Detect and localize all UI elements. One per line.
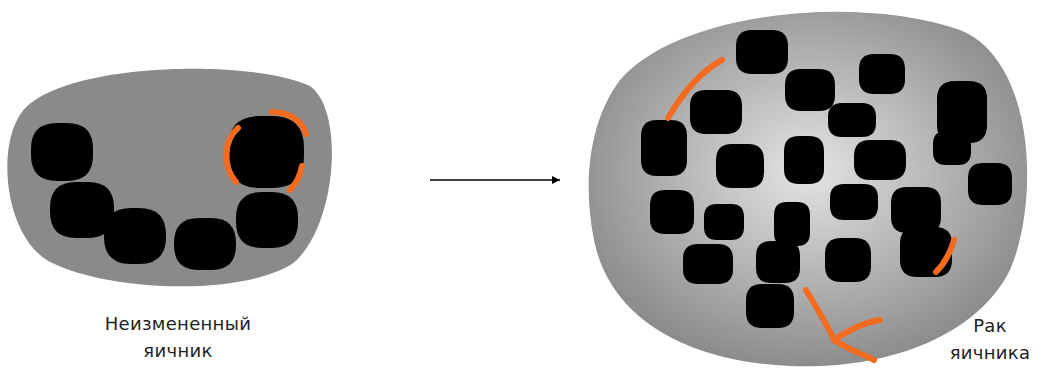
follicle-blob — [690, 90, 742, 134]
ovary-outline — [7, 69, 332, 287]
figure-label: Неизмененный яичник — [98, 310, 258, 364]
follicle-blob — [236, 192, 298, 248]
orange-mark — [806, 290, 834, 340]
follicle-blob — [828, 103, 876, 137]
follicle-blob — [641, 120, 687, 176]
transition-arrow — [430, 179, 560, 181]
follicle-blob — [104, 208, 166, 264]
follicle-blob — [774, 202, 810, 246]
follicle-blob — [785, 69, 835, 111]
follicle-blob — [825, 238, 871, 282]
follicle-blob — [859, 54, 905, 94]
follicle-blob — [756, 241, 800, 283]
ovary-figure: Рак яичника — [560, 0, 1041, 372]
follicle-blob — [891, 187, 941, 233]
orange-mark — [290, 166, 302, 190]
orange-mark — [834, 320, 880, 340]
follicle-blob — [174, 218, 236, 270]
ovary-figure: Неизмененный яичник — [0, 60, 430, 372]
follicle-blob — [854, 140, 906, 180]
follicle-blob — [968, 163, 1012, 205]
follicle-blob — [650, 190, 694, 234]
follicle-blob — [736, 30, 788, 74]
follicle-blob — [683, 244, 733, 284]
follicle-blob — [784, 136, 824, 184]
follicle-blob — [31, 123, 93, 181]
orange-mark — [272, 112, 306, 134]
ovary-illustration — [560, 0, 1041, 372]
orange-mark — [226, 128, 238, 182]
follicle-blob — [933, 131, 971, 165]
follicle-blob — [746, 284, 794, 328]
ovary-group — [7, 69, 332, 287]
ovary-outline — [589, 12, 1028, 367]
follicle-blob — [704, 204, 744, 240]
figure-label: Рак яичника — [935, 312, 1041, 366]
follicle-blob — [900, 227, 952, 277]
ovary-group — [589, 12, 1028, 367]
orange-mark — [668, 60, 722, 118]
follicle-blob — [830, 184, 878, 220]
follicle-blob — [716, 144, 764, 188]
orange-mark — [936, 240, 954, 272]
orange-mark — [834, 340, 874, 360]
